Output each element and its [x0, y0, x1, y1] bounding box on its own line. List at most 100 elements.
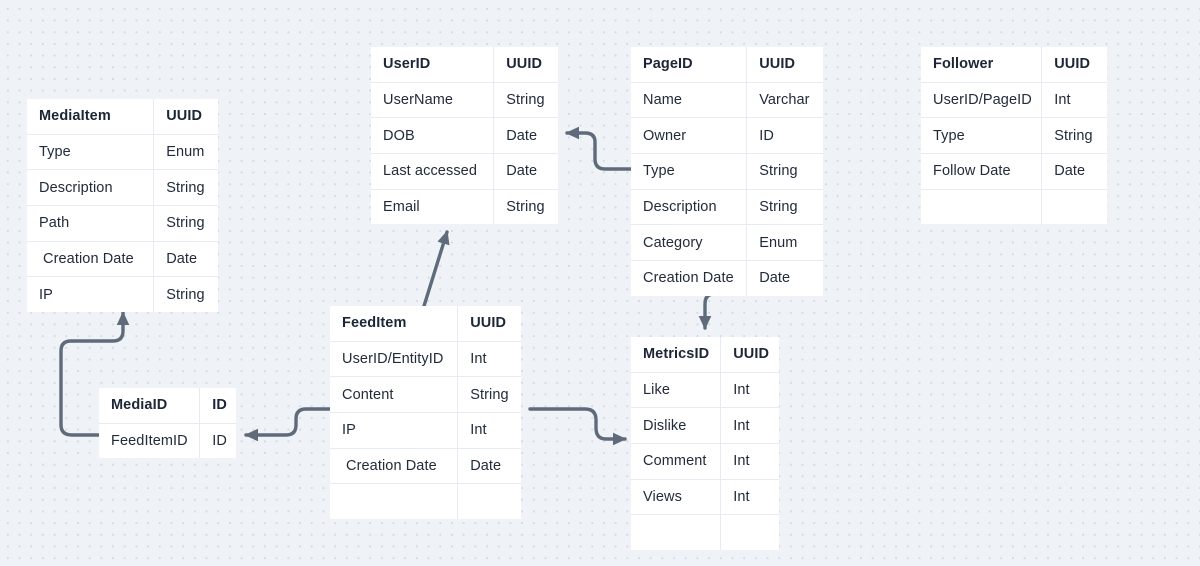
field-name: Views [631, 479, 720, 515]
field-name: Creation Date [631, 261, 746, 296]
table-row[interactable]: Creation Date Date [27, 241, 218, 277]
table-row[interactable]: UserID UUID [371, 47, 558, 82]
field-type [458, 484, 521, 519]
field-type: Date [1042, 154, 1107, 189]
entity-key-type: UUID [721, 337, 779, 372]
field-name [330, 484, 457, 519]
table-row[interactable]: UserName String [371, 82, 558, 118]
entity-mediaid[interactable]: MediaID ID FeedItemID ID [99, 388, 236, 459]
field-name: IP [27, 277, 153, 312]
field-type: Date [747, 261, 823, 296]
entity-pageid[interactable]: PageID UUID Name Varchar Owner ID Type S… [631, 47, 823, 296]
entity-userid[interactable]: UserID UUID UserName String DOB Date Las… [371, 47, 558, 225]
field-name: DOB [371, 118, 493, 153]
field-type: Int [721, 479, 779, 515]
field-name: Description [631, 189, 746, 225]
field-name: IP [330, 413, 457, 448]
table-row[interactable]: MediaItem UUID [27, 99, 218, 134]
field-name: Category [631, 225, 746, 260]
table-row[interactable]: Owner ID [631, 118, 823, 153]
table-row[interactable]: Type String [921, 118, 1107, 153]
field-type: String [154, 206, 218, 241]
table-row[interactable]: Type String [631, 154, 823, 189]
table-row[interactable]: Last accessed Date [371, 154, 558, 189]
entity-title: FeedItem [330, 306, 457, 341]
field-name: Follow Date [921, 154, 1041, 189]
table-row[interactable]: UserID/EntityID Int [330, 341, 521, 377]
field-name: FeedItemID [99, 423, 199, 459]
field-name: Description [27, 170, 153, 205]
field-name: UserID/EntityID [330, 341, 457, 377]
table-row[interactable]: Views Int [631, 479, 779, 515]
table-row[interactable]: Dislike Int [631, 408, 779, 443]
connector-feeditem-to-mediaid [244, 407, 332, 442]
field-name: Type [921, 118, 1041, 153]
table-row[interactable]: UserID/PageID Int [921, 82, 1107, 118]
field-type: String [154, 277, 218, 312]
table-row[interactable]: IP Int [330, 413, 521, 448]
entity-key-type: UUID [1042, 47, 1107, 82]
entity-key-type: UUID [458, 306, 521, 341]
table-row[interactable]: MediaID ID [99, 388, 236, 423]
field-type: Varchar [747, 82, 823, 118]
field-type: ID [200, 423, 236, 459]
field-type: ID [747, 118, 823, 153]
table-row[interactable] [330, 484, 521, 519]
table-row[interactable]: Comment Int [631, 444, 779, 479]
field-type [721, 515, 779, 550]
entity-title: UserID [371, 47, 493, 82]
entity-follower[interactable]: Follower UUID UserID/PageID Int Type Str… [921, 47, 1107, 225]
table-row[interactable]: FeedItemID ID [99, 423, 236, 459]
field-name: Content [330, 377, 457, 412]
table-row[interactable]: Description String [631, 189, 823, 225]
table-row[interactable]: Type Enum [27, 134, 218, 170]
table-row[interactable]: Follow Date Date [921, 154, 1107, 189]
field-name: Email [371, 189, 493, 225]
connector-pageid-to-userid [565, 126, 633, 171]
entity-mediaitem[interactable]: MediaItem UUID Type Enum Description Str… [27, 99, 218, 312]
entity-title: PageID [631, 47, 746, 82]
field-type: Date [458, 448, 521, 484]
table-row[interactable]: Path String [27, 206, 218, 241]
table-row[interactable]: IP String [27, 277, 218, 312]
field-name: Dislike [631, 408, 720, 443]
field-name: UserID/PageID [921, 82, 1041, 118]
field-type: String [494, 82, 558, 118]
field-name: Type [631, 154, 746, 189]
table-row[interactable]: Category Enum [631, 225, 823, 260]
table-row[interactable]: DOB Date [371, 118, 558, 153]
table-row[interactable]: PageID UUID [631, 47, 823, 82]
connector-feeditem-to-userid [422, 230, 450, 308]
table-row[interactable]: Follower UUID [921, 47, 1107, 82]
field-type: Int [458, 413, 521, 448]
table-row[interactable]: Description String [27, 170, 218, 205]
table-row[interactable]: Creation Date Date [631, 261, 823, 296]
entity-key-type: ID [200, 388, 236, 423]
entity-feeditem[interactable]: FeedItem UUID UserID/EntityID Int Conten… [330, 306, 521, 519]
field-name: Path [27, 206, 153, 241]
table-row[interactable]: Email String [371, 189, 558, 225]
table-row[interactable]: Creation Date Date [330, 448, 521, 484]
field-name: Like [631, 372, 720, 408]
table-row[interactable]: Name Varchar [631, 82, 823, 118]
table-row[interactable] [921, 189, 1107, 225]
field-name: UserName [371, 82, 493, 118]
field-type: Enum [154, 134, 218, 170]
entity-key-type: UUID [747, 47, 823, 82]
field-name: Owner [631, 118, 746, 153]
field-type: String [154, 170, 218, 205]
table-row[interactable]: FeedItem UUID [330, 306, 521, 341]
field-type [1042, 189, 1107, 225]
field-name [631, 515, 720, 550]
field-name: Type [27, 134, 153, 170]
entity-title: Follower [921, 47, 1041, 82]
table-row[interactable]: MetricsID UUID [631, 337, 779, 372]
entity-metricsid[interactable]: MetricsID UUID Like Int Dislike Int Comm… [631, 337, 779, 550]
field-type: Int [721, 444, 779, 479]
field-type: Int [458, 341, 521, 377]
table-row[interactable]: Content String [330, 377, 521, 412]
table-row[interactable] [631, 515, 779, 550]
table-row[interactable]: Like Int [631, 372, 779, 408]
field-name: Name [631, 82, 746, 118]
